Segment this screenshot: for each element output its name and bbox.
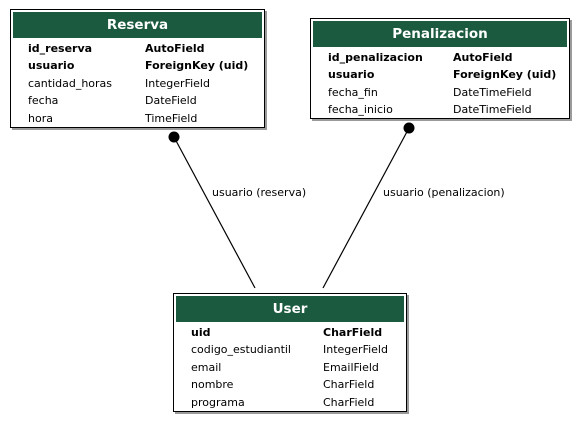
relation-endpoint-reserva [168,131,180,143]
relation-label-penalizacion: usuario (penalizacion) [383,186,505,199]
field-row: nombre CharField [174,376,406,393]
field-type: CharField [323,378,375,392]
field-type: DateTimeField [453,85,532,99]
field-type: CharField [323,326,383,339]
entity-penalizacion[interactable]: Penalizacion id_penalizacion AutoField u… [310,18,570,119]
field-type: DateTimeField [453,103,532,117]
field-row: email EmailField [174,359,406,376]
field-name: fecha [28,94,59,108]
field-type: ForeignKey (uid) [453,68,557,82]
entity-user[interactable]: User uid CharField codigo_estudiantil In… [173,293,407,412]
field-name: hora [28,111,53,125]
relation-label-reserva: usuario (reserva) [212,186,306,199]
field-name: id_reserva [28,42,93,55]
entity-title: Reserva [13,12,262,38]
field-row: usuario ForeignKey (uid) [311,66,569,83]
field-row: id_reserva AutoField [11,40,264,57]
relation-line-reserva-user [173,136,256,289]
field-row: fecha_inicio DateTimeField [311,101,569,118]
field-name: programa [191,395,245,409]
field-row: usuario ForeignKey (uid) [11,57,264,74]
field-name: usuario [328,68,375,82]
entity-title: User [176,296,404,322]
field-name: cantidad_horas [28,76,113,90]
field-row: programa CharField [174,394,406,411]
field-name: fecha_fin [328,85,378,99]
field-row: hora TimeField [11,110,264,127]
field-type: AutoField [145,42,205,55]
field-type: DateField [145,94,197,108]
field-type: ForeignKey (uid) [145,59,249,73]
field-name: codigo_estudiantil [191,343,291,357]
field-name: uid [191,326,211,339]
field-type: CharField [323,395,375,409]
field-row: uid CharField [174,324,406,341]
entity-title: Penalizacion [313,21,567,47]
field-name: nombre [191,378,234,392]
relation-endpoint-penalizacion [403,122,415,134]
field-name: usuario [28,59,75,73]
relation-line-penalizacion-user [322,127,410,289]
field-row: fecha_fin DateTimeField [311,84,569,101]
field-row: fecha DateField [11,92,264,109]
field-type: IntegerField [145,76,210,90]
field-row: codigo_estudiantil IntegerField [174,341,406,358]
field-name: email [191,360,222,374]
field-type: IntegerField [323,343,388,357]
field-row: id_penalizacion AutoField [311,49,569,66]
field-type: EmailField [323,360,379,374]
field-row: cantidad_horas IntegerField [11,75,264,92]
field-name: id_penalizacion [328,51,423,64]
field-type: TimeField [145,111,198,125]
field-type: AutoField [453,51,513,64]
field-name: fecha_inicio [328,103,393,117]
entity-reserva[interactable]: Reserva id_reserva AutoField usuario For… [10,9,265,128]
